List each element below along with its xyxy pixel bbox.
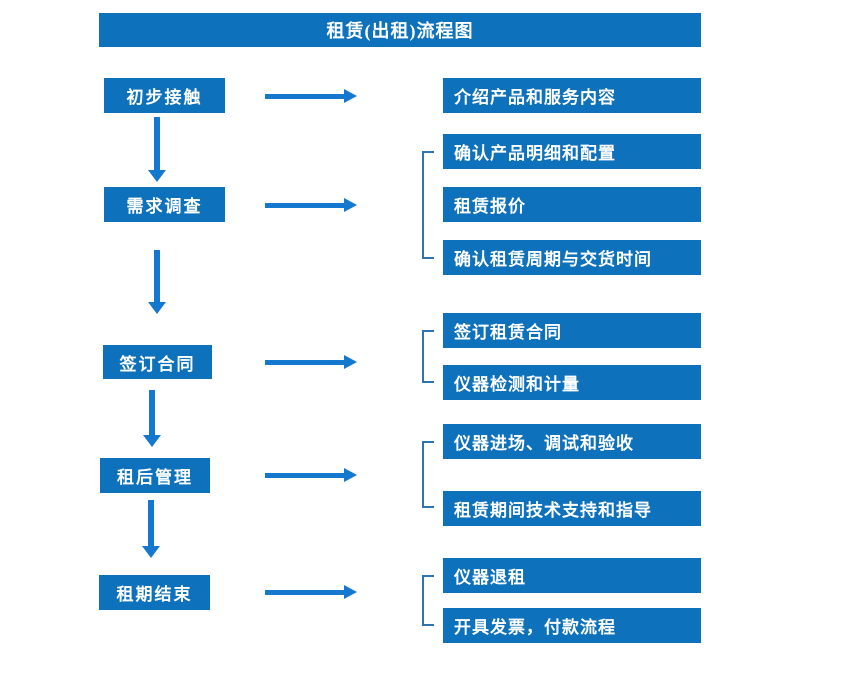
output-box-invoice-payment: 开具发票，付款流程: [443, 608, 701, 643]
output-box-confirm-rental-period-delivery: 确认租赁周期与交货时间: [443, 240, 701, 275]
output-box-instrument-return: 仪器退租: [443, 558, 701, 593]
output-box-rental-tech-support: 租赁期间技术支持和指导: [443, 491, 701, 526]
arrow-shaft: [265, 360, 345, 365]
step-box-post-rental-management: 租后管理: [100, 458, 210, 493]
step-box-demand-survey: 需求调查: [104, 187, 225, 222]
arrow-head: [344, 198, 357, 212]
arrow-shaft: [265, 473, 345, 478]
arrow-head: [344, 468, 357, 482]
output-box-introduce-products: 介绍产品和服务内容: [443, 78, 701, 113]
step-box-rental-period-end: 租期结束: [99, 575, 210, 610]
arrow-right-icon: [265, 355, 357, 369]
output-box-instrument-entry-debug-acceptance: 仪器进场、调试和验收: [443, 424, 701, 459]
arrow-right-icon: [265, 585, 357, 599]
arrow-down-icon: [143, 390, 161, 447]
arrow-right-icon: [265, 468, 357, 482]
group-bracket: [422, 575, 434, 626]
arrow-shaft: [265, 590, 345, 595]
arrow-head: [344, 89, 357, 103]
output-box-confirm-product-details: 确认产品明细和配置: [443, 134, 701, 169]
arrow-head: [148, 170, 166, 182]
arrow-head: [148, 302, 166, 314]
page-title: 租赁(出租)流程图: [99, 13, 701, 47]
arrow-right-icon: [265, 89, 357, 103]
arrow-down-icon: [148, 250, 166, 314]
arrow-right-icon: [265, 198, 357, 212]
group-bracket: [422, 151, 434, 259]
arrow-shaft: [154, 250, 160, 303]
output-box-sign-rental-contract: 签订租赁合同: [443, 313, 701, 348]
step-box-sign-contract: 签订合同: [103, 345, 212, 379]
step-box-initial-contact: 初步接触: [104, 78, 225, 113]
group-bracket: [422, 441, 434, 508]
arrow-head: [143, 435, 161, 447]
arrow-shaft: [265, 94, 345, 99]
output-box-instrument-inspection-measurement: 仪器检测和计量: [443, 365, 701, 400]
arrow-head: [344, 355, 357, 369]
arrow-head: [344, 585, 357, 599]
arrow-shaft: [265, 203, 345, 208]
arrow-down-icon: [142, 500, 160, 558]
output-box-rental-quotation: 租赁报价: [443, 187, 701, 222]
arrow-down-icon: [148, 117, 166, 182]
group-bracket: [422, 330, 434, 383]
arrow-shaft: [154, 117, 160, 171]
arrow-shaft: [149, 390, 155, 436]
arrow-head: [142, 546, 160, 558]
arrow-shaft: [148, 500, 154, 547]
